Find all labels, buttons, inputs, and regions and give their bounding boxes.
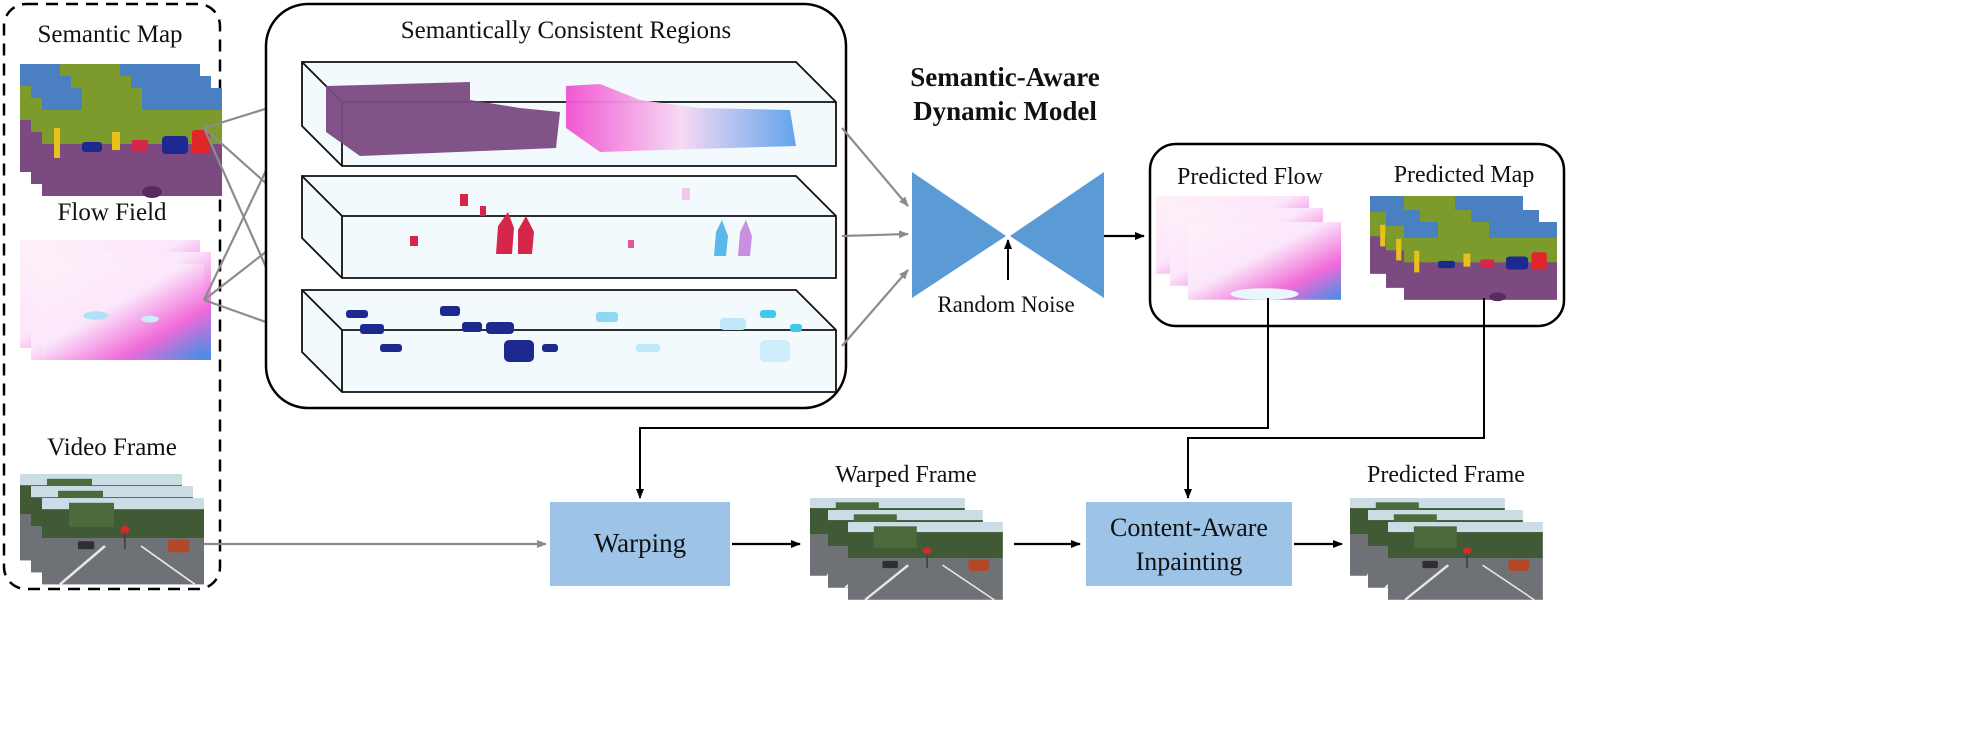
predicted-map-stack — [1370, 196, 1557, 302]
predicted-flow-label: Predicted Flow — [1177, 164, 1324, 190]
map-to-inpainting-arrow — [1184, 298, 1485, 499]
input-group-box — [2, 2, 222, 591]
warping-box — [550, 502, 730, 586]
region-slab-person — [301, 175, 837, 279]
region-to-model-arrows — [841, 127, 909, 347]
inpainting-label-line1: Content-Aware — [1110, 513, 1268, 542]
predicted-frame-stack — [1348, 496, 1545, 602]
flow-field-label: Flow Field — [57, 199, 167, 226]
regions-title: Semantically Consistent Regions — [401, 17, 732, 44]
predicted-map-label: Predicted Map — [1394, 162, 1535, 188]
semantic-map-label: Semantic Map — [37, 21, 182, 48]
flow-field-stack — [20, 240, 211, 360]
inpainting-label-line2: Inpainting — [1136, 547, 1243, 576]
warped-frame-stack — [808, 496, 1005, 602]
region-slab-background — [301, 61, 837, 167]
warped-frame-label: Warped Frame — [835, 462, 976, 488]
semantic-map-stack — [20, 64, 222, 198]
encoder-shape — [912, 172, 1006, 298]
predicted-flow-stack — [1156, 196, 1341, 300]
video-frame-label: Video Frame — [47, 434, 177, 461]
warping-label: Warping — [594, 528, 686, 558]
model-title-line2: Dynamic Model — [913, 96, 1097, 126]
decoder-shape — [1010, 172, 1104, 298]
flow-to-warping-arrow — [636, 298, 1269, 499]
region-slab-vehicle — [301, 289, 837, 393]
random-noise-label: Random Noise — [937, 292, 1074, 317]
video-frame-stack — [18, 472, 206, 586]
inpainting-box — [1086, 502, 1292, 586]
model-title-line1: Semantic-Aware — [910, 62, 1099, 92]
predicted-frame-label: Predicted Frame — [1367, 462, 1525, 488]
